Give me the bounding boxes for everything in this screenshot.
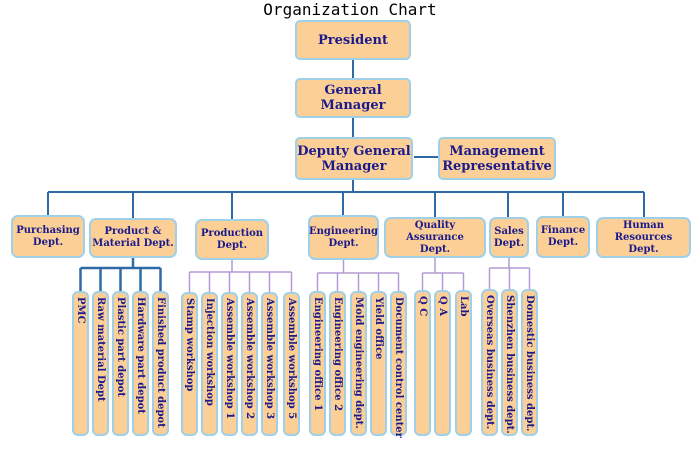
unit-label: Shenzhen business dept. bbox=[504, 295, 515, 434]
unit-box-plastic-part-depot: Plastic part depot bbox=[112, 291, 129, 436]
unit-label: Hardware part depot bbox=[135, 297, 146, 414]
unit-box-shenzhen-business-dept: Shenzhen business dept. bbox=[501, 289, 518, 436]
unit-box-document-control-center: Document control center bbox=[390, 291, 407, 438]
unit-box-lab: Lab bbox=[455, 290, 472, 436]
unit-label: Mold engineering dept. bbox=[353, 297, 364, 429]
unit-label: Stamp workshop bbox=[184, 298, 195, 392]
unit-label: Finished product depot bbox=[155, 297, 166, 428]
unit-box-finished-product-depot: Finished product depot bbox=[152, 291, 169, 436]
unit-box-assemble-workshop-2: Assemble workshop 2 bbox=[241, 292, 258, 436]
unit-box-assemble-workshop-5: Assemble workshop 5 bbox=[283, 292, 300, 436]
president-label: President bbox=[318, 32, 388, 48]
unit-label: Engineering office 2 bbox=[332, 297, 343, 412]
unit-label: Plastic part depot bbox=[115, 297, 126, 397]
unit-box-engineering-office-1: Engineering office 1 bbox=[309, 291, 326, 436]
unit-box-domestic-business-dept: Domestic business dept. bbox=[521, 289, 538, 436]
unit-box-yield-office: Yield office bbox=[370, 291, 387, 436]
unit-box-stamp-workshop: Stamp workshop bbox=[181, 292, 198, 436]
president-box: President bbox=[295, 20, 411, 60]
unit-box-pmc: PMC bbox=[72, 291, 89, 436]
dept-box-product-material-dept: Product &Material Dept. bbox=[89, 218, 177, 258]
unit-box-q-a: Q A bbox=[434, 290, 451, 436]
unit-box-overseas-business-dept: Overseas business dept. bbox=[481, 289, 498, 436]
unit-box-hardware-part-depot: Hardware part depot bbox=[132, 291, 149, 436]
unit-box-mold-engineering-dept: Mold engineering dept. bbox=[350, 291, 367, 436]
unit-label: Assemble workshop 1 bbox=[224, 298, 235, 420]
unit-label: Q C bbox=[417, 296, 428, 317]
chart-title: Organization Chart bbox=[263, 0, 437, 19]
general-manager-box: General Manager bbox=[295, 78, 411, 118]
unit-label: Raw material Dept bbox=[95, 297, 106, 402]
unit-label: Domestic business dept. bbox=[524, 295, 535, 432]
unit-label: Q A bbox=[437, 296, 448, 316]
unit-box-assemble-workshop-3: Assemble workshop 3 bbox=[261, 292, 278, 436]
unit-label: Yield office bbox=[373, 297, 384, 360]
unit-box-injection-workshop: Injection workshop bbox=[201, 292, 218, 436]
unit-box-raw-material-dept: Raw material Dept bbox=[92, 291, 109, 436]
unit-label: Assemble workshop 3 bbox=[264, 298, 275, 420]
unit-label: PMC bbox=[75, 297, 86, 324]
general-manager-label: General Manager bbox=[320, 83, 386, 113]
unit-label: Assemble workshop 2 bbox=[244, 298, 255, 420]
unit-box-q-c: Q C bbox=[414, 290, 431, 436]
unit-label: Assemble workshop 5 bbox=[286, 298, 297, 420]
unit-label: Document control center bbox=[393, 297, 404, 438]
unit-label: Engineering office 1 bbox=[312, 297, 323, 412]
unit-box-assemble-workshop-1: Assemble workshop 1 bbox=[221, 292, 238, 436]
unit-label: Lab bbox=[458, 296, 469, 317]
unit-box-engineering-office-2: Engineering office 2 bbox=[329, 291, 346, 436]
dept-label: Product &Material Dept. bbox=[92, 226, 174, 249]
unit-label: Injection workshop bbox=[204, 298, 215, 406]
unit-label: Overseas business dept. bbox=[484, 295, 495, 430]
